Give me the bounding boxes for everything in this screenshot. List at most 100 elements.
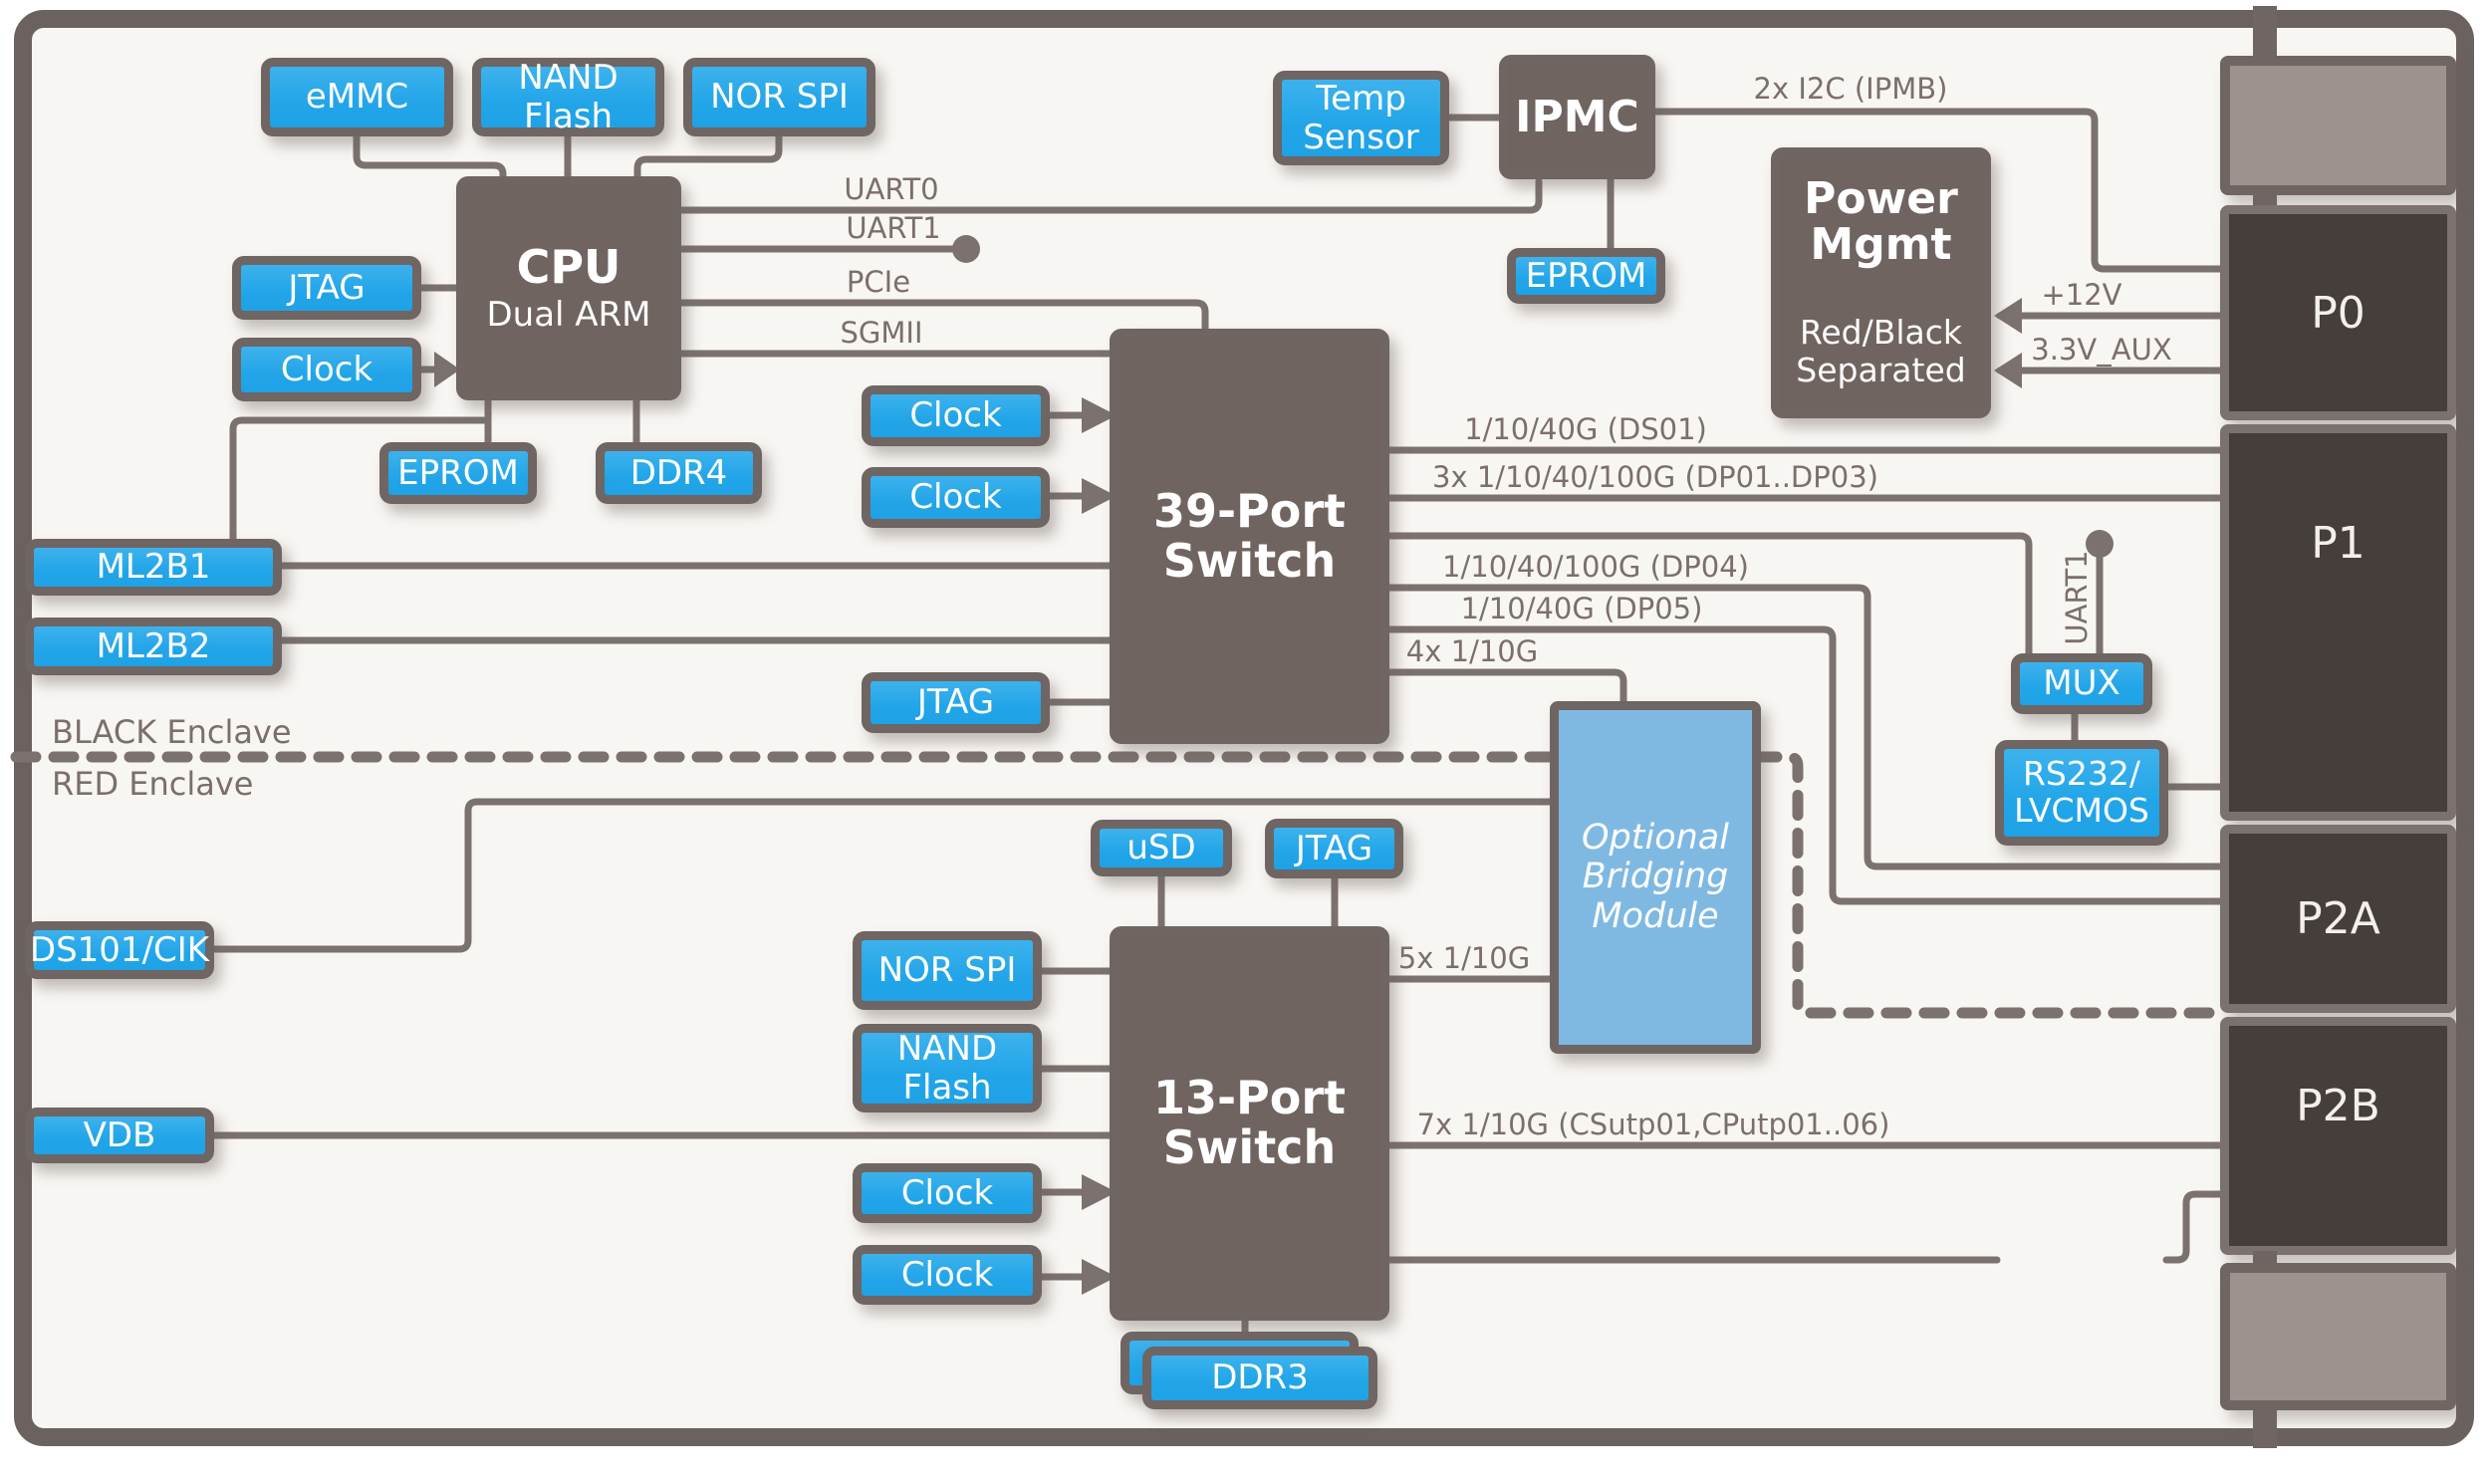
vdb-block: VDB [25,1108,214,1163]
ds101-label: DS101/CIK [29,929,210,970]
label-i2c: 2x I2C (IPMB) [1753,72,1948,106]
ipmc-block: IPMC [1499,55,1655,179]
clock-block-cpu: Clock [232,338,421,401]
wire-uart0 [677,177,1543,214]
wire-dp04 [1383,584,2235,870]
usd-block: uSD [1091,820,1232,876]
clock-block-sw39-2: Clock [862,467,1050,528]
eprom-label: EPROM [397,452,519,493]
clock-label: Clock [280,349,374,389]
ddr3-label: DDR3 [1211,1358,1309,1398]
uart1-mux-junction-dot [2086,530,2114,558]
nor-spi-label: NOR SPI [877,950,1017,991]
wire-dp05 [1383,625,2235,905]
clock-block-sw39-1: Clock [862,385,1050,446]
wire-emmc-cpu [353,132,507,183]
clock-label: Clock [909,395,1002,436]
wire-rs232-p2b [2162,1190,2235,1264]
enclave-boundary [10,751,2229,1019]
power-mgmt-title: Power Mgmt [1804,172,1958,271]
connector-shell-top [2220,56,2456,195]
connector-stub-top [2253,6,2277,62]
wire-i2c [1649,108,2235,273]
cpu-title: CPU [516,239,622,294]
label-33v: 3.3V_AUX [2031,333,2172,367]
mux-label: MUX [2043,663,2120,704]
nor-spi-block-top: NOR SPI [683,58,875,136]
label-uart1: UART1 [846,211,941,245]
label-sgmii: SGMII [840,316,923,350]
ml2b1-label: ML2B1 [96,547,211,588]
connector-p2a-label: P2A [2296,893,2380,944]
arrow-clock3-sw13 [1082,1174,1117,1210]
rs232-label: RS232/ LVCMOS [2014,754,2149,830]
connector-p1-label: P1 [2311,517,2366,569]
ipmc-label: IPMC [1515,91,1639,142]
clock-block-sw13-1: Clock [853,1163,1042,1223]
arrow-clock4-sw13 [1082,1259,1117,1295]
uart1-junction-dot [952,235,980,263]
label-4x: 4x 1/10G [1405,634,1539,668]
switch39-label: 39-Port Switch [1152,483,1347,588]
bridging-module-label: Optional Bridging Module [1582,818,1729,936]
ml2b2-label: ML2B2 [96,625,211,666]
wire-ds101-bridge [210,798,1558,953]
wire-console-mux [1383,532,2033,661]
arrow-clock1-sw39 [1082,397,1117,433]
arrow-12v-pm [1994,298,2022,334]
vdb-label: VDB [83,1114,156,1155]
ds101-block: DS101/CIK [25,921,214,979]
temp-sensor-block: Temp Sensor [1273,71,1449,165]
eprom-label: EPROM [1525,255,1647,296]
red-enclave-label: RED Enclave [52,765,254,803]
power-mgmt-block: Power Mgmt Red/Black Separated [1771,147,1991,418]
temp-sensor-label: Temp Sensor [1303,79,1419,157]
ddr4-block: DDR4 [596,442,762,504]
cpu-subtitle: Dual ARM [486,295,651,336]
nand-flash-block-sw13: NAND Flash [853,1024,1042,1113]
wire-cpu-ml2b1 [229,416,492,547]
label-uart0: UART0 [844,172,939,206]
label-ds01: 1/10/40G (DS01) [1464,412,1707,446]
nor-spi-block-sw13: NOR SPI [853,931,1042,1010]
switch13-label: 13-Port Switch [1152,1071,1347,1174]
rs232-block-p1: RS232/ LVCMOS [1995,740,2168,846]
label-5x: 5x 1/10G [1397,941,1531,975]
label-dp0103: 3x 1/10/40/100G (DP01..DP03) [1432,460,1878,494]
label-7x: 7x 1/10G (CSutp01,CPutp01..06) [1416,1108,1890,1141]
nand-flash-label: NAND Flash [896,1029,998,1108]
ddr3-block: DDR3 [1142,1347,1377,1409]
jtag-label: JTAG [1295,828,1373,868]
switch39-block: 39-Port Switch [1110,329,1389,744]
connector-shell-bottom [2220,1263,2456,1410]
ml2b1-block: ML2B1 [25,539,282,596]
clock-block-sw13-2: Clock [853,1245,1042,1305]
jtag-block-sw13: JTAG [1265,819,1403,878]
wire-4x-bridge [1383,668,1627,709]
ddr4-label: DDR4 [629,452,728,493]
nand-flash-label: NAND Flash [518,58,619,136]
nor-spi-label: NOR SPI [710,77,849,118]
bridging-module-block: Optional Bridging Module [1550,701,1761,1054]
connector-p2a: P2A [2220,825,2456,1013]
wire-pcie [677,299,1209,335]
connector-stub-bottom [2253,1406,2277,1448]
connector-p0-label: P0 [2311,287,2366,339]
connector-p2b: P2B [2220,1017,2456,1255]
power-mgmt-subtitle: Red/Black Separated [1796,313,1966,390]
label-dp04: 1/10/40/100G (DP04) [1442,550,1749,584]
clock-label: Clock [900,1172,994,1213]
label-12v: +12V [2041,278,2122,312]
clock-label: Clock [900,1254,994,1295]
ml2b2-block: ML2B2 [25,618,282,675]
cpu-block: CPU Dual ARM [456,176,681,400]
eprom-block-cpu: EPROM [379,442,537,504]
label-pcie: PCIe [846,265,911,299]
usd-label: uSD [1126,828,1196,868]
connector-p2b-label: P2B [2296,1081,2380,1131]
mux-block: MUX [2011,653,2152,714]
arrow-clock2-sw39 [1082,478,1117,514]
clock-label: Clock [909,477,1002,518]
